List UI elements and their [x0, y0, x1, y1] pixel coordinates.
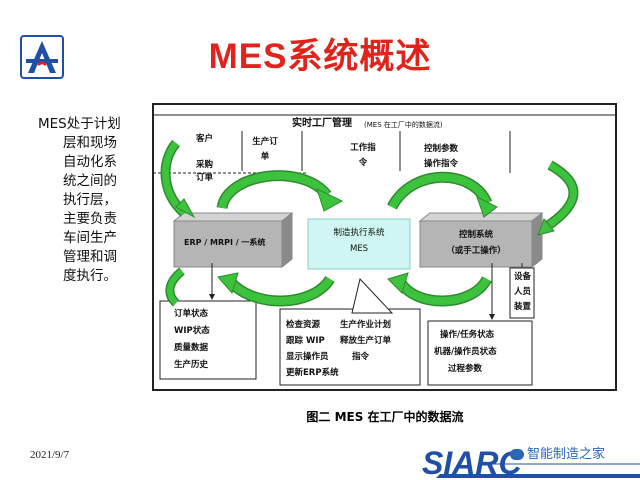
description-line: 管理和调	[63, 249, 117, 265]
cell-control-params: 控制参数	[424, 144, 459, 154]
description-line: 度执行。	[63, 268, 117, 284]
siarc-letters: SIARC	[422, 445, 522, 480]
diagram-header-note: (MES 在工厂中的数据流)	[364, 121, 443, 129]
cell-work-instruction: 工作指令	[350, 143, 376, 168]
cell-purchase: 采购	[196, 160, 214, 170]
description-text: MES处于计划 层和现场 自动化系 统之间的 执行层， 主要负责 车间生产 管理…	[38, 115, 148, 286]
bottom-left-item: WIP状态	[174, 326, 210, 336]
side-item: 设备	[514, 272, 532, 282]
description-line: MES处于计划	[38, 116, 121, 132]
diagram-graphics	[152, 103, 617, 391]
bottom-left-item: 生产历史	[174, 360, 209, 370]
bottom-center-item: 跟踪 WIP	[286, 336, 325, 346]
bottom-right-item: 机器/操作员状态	[434, 347, 497, 357]
company-logo	[20, 35, 64, 79]
description-line: 自动化系	[63, 154, 117, 170]
description-line: 统之间的	[63, 173, 117, 189]
cell-production-order: 生产订单	[252, 137, 278, 162]
bottom-left-item: 订单状态	[174, 309, 209, 319]
bottom-center-item: 生产作业计划	[340, 320, 392, 330]
mes-dataflow-diagram: 实时工厂管理 (MES 在工厂中的数据流) 客户 采购 订单 生产订单 工作指令…	[152, 103, 617, 393]
cell-order: 订单	[196, 173, 214, 183]
bottom-right-item: 过程参数	[448, 364, 483, 374]
description-line: 执行层，	[63, 192, 117, 208]
erp-box-label: ERP / MRPI / 一系统	[184, 238, 266, 247]
bottom-center-item: 释放生产订单	[340, 336, 392, 346]
wechat-icon	[510, 449, 524, 460]
watermark-text: 智能制造之家	[510, 443, 605, 462]
mes-box-line2: MES	[349, 244, 369, 254]
bottom-center-item: 检查资源	[286, 320, 321, 330]
slide-title: MES系统概述	[208, 37, 432, 76]
diagram-header: 实时工厂管理	[292, 118, 352, 129]
watermark-label: 智能制造之家	[527, 447, 606, 462]
diagram-caption: 图二 MES 在工厂中的数据流	[306, 410, 464, 424]
control-box-line1: 控制系统	[458, 230, 493, 240]
mes-box-line1: 制造执行系统	[333, 228, 385, 238]
bottom-center-item: 指令	[352, 352, 370, 362]
cell-operation-instruction: 操作指令	[424, 159, 459, 169]
siarc-footer-logo: SIARC	[422, 445, 640, 480]
bottom-center-item: 更新ERP系统	[286, 368, 339, 378]
bottom-center-item: 显示操作员	[286, 352, 329, 362]
cell-customer: 客户	[196, 134, 214, 144]
bottom-left-item: 质量数据	[174, 343, 209, 353]
side-item: 人员	[514, 287, 532, 297]
side-item: 装置	[514, 302, 532, 312]
description-line: 车间生产	[63, 230, 117, 246]
slide-date: 2021/9/7	[30, 449, 70, 461]
control-box-line2: （或手工操作）	[446, 246, 506, 256]
description-line: 主要负责	[63, 211, 117, 227]
description-line: 层和现场	[63, 135, 117, 151]
bottom-right-item: 操作/任务状态	[440, 330, 495, 340]
